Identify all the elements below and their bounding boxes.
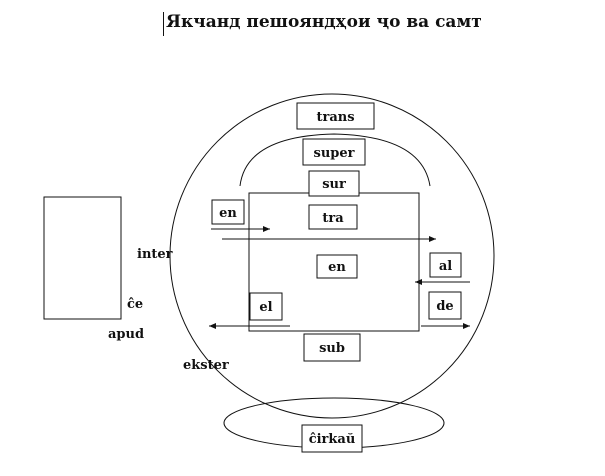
en-left-box: en <box>211 199 245 225</box>
ce-label: ĉe <box>127 297 143 312</box>
en-left-label: en <box>219 206 237 221</box>
tra-label: tra <box>322 211 344 226</box>
inter-label: inter <box>137 247 173 262</box>
tra-box: tra <box>308 204 358 230</box>
sub-label: sub <box>319 341 345 356</box>
de-label: de <box>436 299 453 314</box>
sur-box: sur <box>308 170 360 197</box>
cirkau-label: ĉirkaŭ <box>309 432 356 447</box>
ekster-label: ekster <box>183 358 229 373</box>
text-cursor <box>163 12 164 36</box>
el-box: el <box>249 292 283 321</box>
sub-box: sub <box>303 333 361 362</box>
outside-rectangle <box>43 196 122 320</box>
apud-label: apud <box>108 327 144 342</box>
trans-label: trans <box>316 110 354 125</box>
outer-circle <box>169 93 495 419</box>
al-label: al <box>439 259 452 274</box>
el-label: el <box>259 300 272 315</box>
cirkau-box: ĉirkaŭ <box>301 424 363 453</box>
page-title: Якчанд пешояндҳои ҷо ва самт <box>166 12 482 32</box>
en-center-label: en <box>328 260 346 275</box>
trans-box: trans <box>296 102 375 130</box>
sur-label: sur <box>322 177 346 192</box>
de-box: de <box>428 291 462 320</box>
super-label: super <box>314 146 355 161</box>
super-box: super <box>302 138 366 166</box>
super-arc <box>239 133 431 187</box>
en-center-box: en <box>316 254 358 279</box>
al-box: al <box>429 252 462 278</box>
